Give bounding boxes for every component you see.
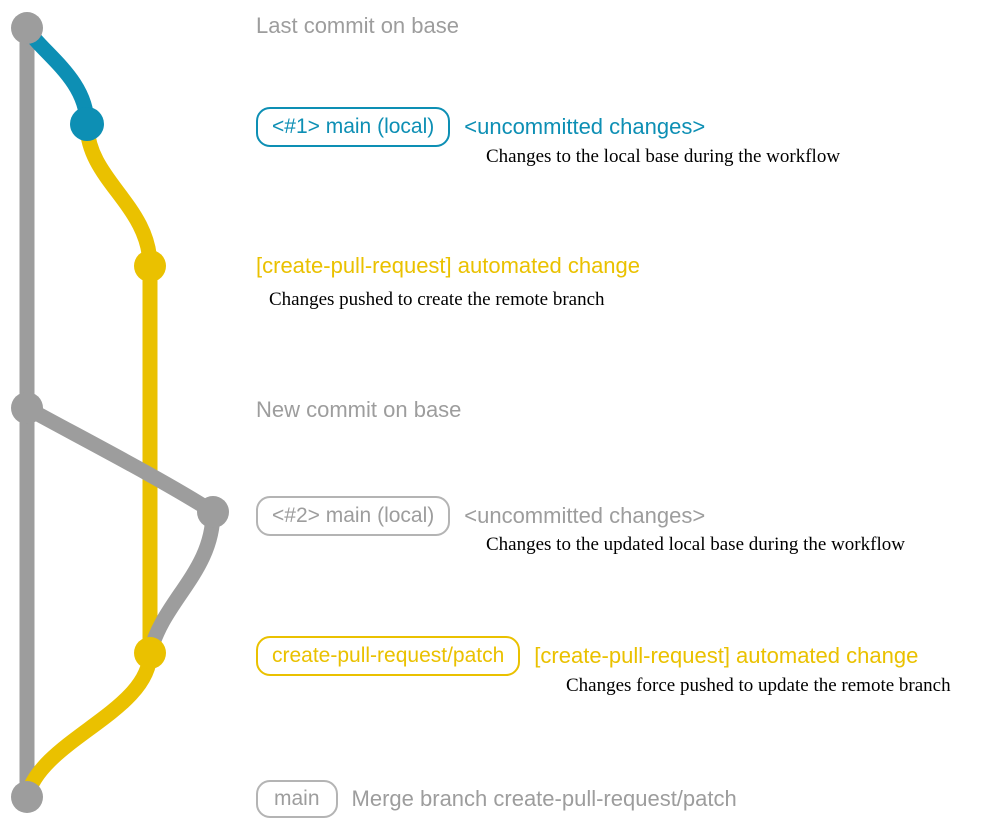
ref-badge-main-local-1[interactable]: <#1> main (local) <box>256 107 451 147</box>
node-automated-change-2[interactable] <box>134 637 166 669</box>
ref-badge-main[interactable]: main <box>256 780 338 818</box>
node-last-commit-on-base[interactable] <box>11 12 43 44</box>
commit-title: <uncommitted changes> <box>464 503 706 528</box>
commit-title: Last commit on base <box>256 13 459 38</box>
commit-row-local-uncommitted-1: <#1> main (local) <uncommitted changes> <box>256 107 705 147</box>
commit-description-local-uncommitted-1: Changes to the local base during the wor… <box>486 146 841 167</box>
commit-description-automated-change-2: Changes force pushed to update the remot… <box>566 675 951 696</box>
commit-description-local-uncommitted-2: Changes to the updated local base during… <box>486 534 905 555</box>
edge-gray-branch-from-new-base <box>19 400 221 520</box>
edge-yellow-merge-to-base <box>19 645 158 805</box>
node-local-uncommitted-1[interactable] <box>70 107 104 141</box>
node-merge-commit[interactable] <box>11 781 43 813</box>
commit-row-last-commit-on-base: Last commit on base <box>256 13 459 39</box>
commit-title: <uncommitted changes> <box>464 114 706 139</box>
node-local-uncommitted-2[interactable] <box>197 496 229 528</box>
ref-badge-main-local-2[interactable]: <#2> main (local) <box>256 496 451 536</box>
node-new-commit-on-base[interactable] <box>11 392 43 424</box>
commit-title: Merge branch create-pull-request/patch <box>351 786 737 811</box>
commit-row-automated-change-1: [create-pull-request] automated change <box>256 253 640 279</box>
commit-row-automated-change-2: create-pull-request/patch [create-pull-r… <box>256 636 918 676</box>
commit-row-new-commit-on-base: New commit on base <box>256 397 461 423</box>
commit-title: [create-pull-request] automated change <box>256 253 641 278</box>
commit-title: New commit on base <box>256 397 462 422</box>
commit-row-local-uncommitted-2: <#2> main (local) <uncommitted changes> <box>256 496 705 536</box>
edge-yellow-from-local <box>79 116 158 274</box>
ref-badge-create-pull-request-patch[interactable]: create-pull-request/patch <box>256 636 521 676</box>
node-automated-change-1[interactable] <box>134 250 166 282</box>
commit-description-automated-change-1: Changes pushed to create the remote bran… <box>269 289 605 310</box>
commit-row-merge-commit: main Merge branch create-pull-request/pa… <box>256 780 737 818</box>
commit-nodes <box>11 12 229 813</box>
edge-gray-to-patch <box>142 504 221 661</box>
commit-title: [create-pull-request] automated change <box>534 643 919 668</box>
